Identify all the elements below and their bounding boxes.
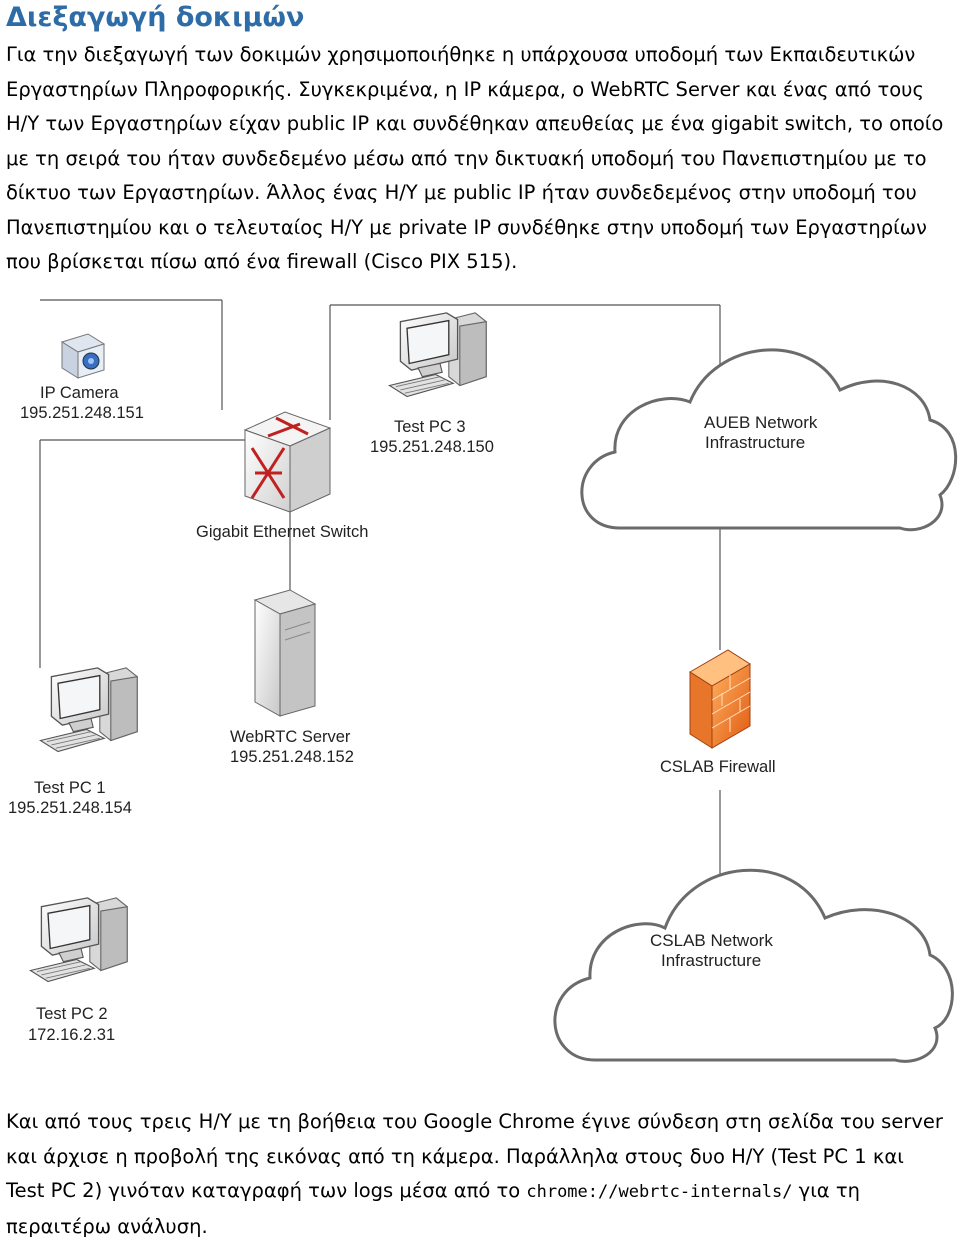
closing-line: Και από τους τρεις Η/Υ με τη βοήθεια του… [6,1105,956,1140]
aueb-cloud-subtitle: Infrastructure [705,433,805,452]
webrtc-server-label: WebRTC Server [230,728,351,746]
firewall-label: CSLAB Firewall [660,758,776,776]
webrtc-server-icon [255,590,315,716]
firewall-icon [690,650,750,748]
test-pc-3-label: Test PC 3 [394,418,466,436]
test-pc-2-icon [30,898,127,982]
closing-paragraph: Και από τους τρεις Η/Υ με τη βοήθεια του… [6,1105,956,1244]
webrtc-server-ip: 195.251.248.152 [230,748,354,766]
test-pc-1-icon [40,668,137,752]
test-pc-2-label: Test PC 2 [36,1005,108,1023]
aueb-cloud-title: AUEB Network [704,413,818,432]
ip-camera-icon [62,334,104,378]
cslab-cloud-subtitle: Infrastructure [661,951,761,970]
cslab-cloud-title: CSLAB Network [650,931,773,950]
test-pc-3-ip: 195.251.248.150 [370,438,494,456]
switch-icon [245,412,330,512]
closing-line: Test PC 2) γινόταν καταγραφή των logs μέ… [6,1174,956,1210]
ip-camera-label: IP Camera [40,384,119,402]
closing-text: για τη [792,1179,860,1202]
switch-label: Gigabit Ethernet Switch [196,523,368,541]
test-pc-2-ip: 172.16.2.31 [28,1026,115,1044]
connection-lines [40,300,720,875]
test-pc-3-icon [389,313,486,397]
webrtc-internals-url: chrome://webrtc-internals/ [526,1182,792,1202]
test-pc-1-label: Test PC 1 [34,779,106,797]
closing-text: Test PC 2) γινόταν καταγραφή των logs μέ… [6,1179,526,1202]
test-pc-1-ip: 195.251.248.154 [8,799,132,817]
closing-line: περαιτέρω ανάλυση. [6,1210,956,1244]
ip-camera-ip: 195.251.248.151 [20,404,144,422]
closing-line: και άρχισε η προβολή της εικόνας από τη … [6,1140,956,1175]
